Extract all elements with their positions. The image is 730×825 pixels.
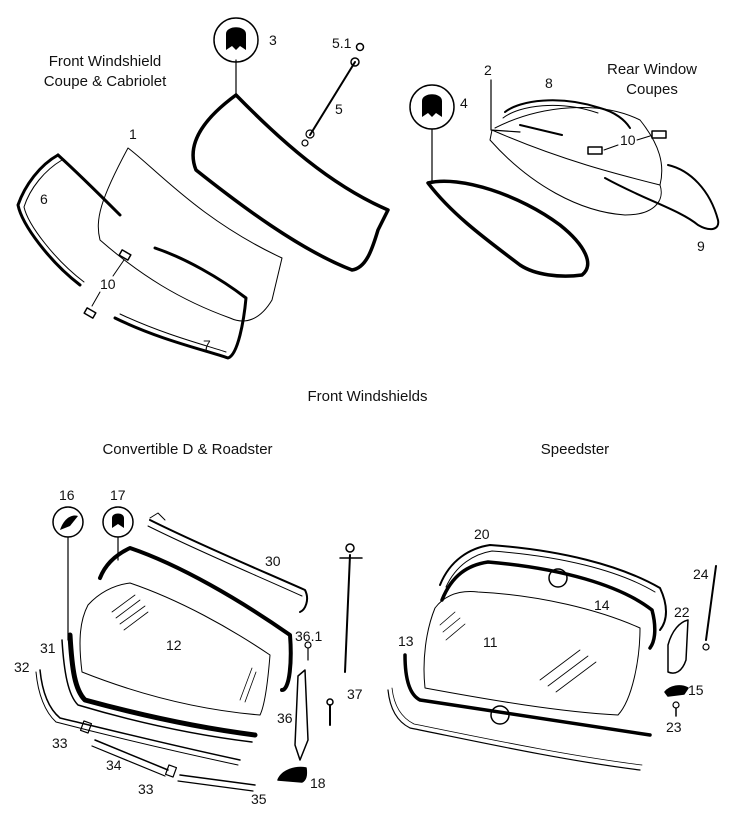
speedster-seal-bottom — [403, 653, 652, 737]
title-rear-line1: Rear Window — [606, 61, 698, 78]
speedster-post — [667, 619, 689, 674]
seal-tool-icon — [112, 513, 124, 528]
title-front-coupe-line2: Coupe & Cabriolet — [43, 73, 167, 90]
rear-trim-upper — [504, 99, 631, 129]
coupe-windshield-glass — [97, 147, 283, 322]
callout-7: 7 — [203, 337, 211, 353]
rear-window-seal — [426, 179, 590, 278]
convertible-windshield-seal — [98, 546, 293, 692]
callout-6: 6 — [40, 191, 48, 207]
seal-tool-icon — [60, 515, 78, 530]
speedster-frame — [439, 544, 667, 631]
speedster-bracket — [664, 685, 689, 697]
callout-33-right: 33 — [138, 781, 154, 797]
callout-5-1: 5.1 — [332, 35, 352, 51]
coupe-trim-lower — [113, 246, 248, 360]
callout-17: 17 — [110, 487, 126, 503]
callout-12: 12 — [166, 637, 182, 653]
callout-22: 22 — [674, 604, 690, 620]
convertible-trim-34 — [94, 739, 169, 771]
callout-37: 37 — [347, 686, 363, 702]
convertible-frame — [67, 632, 258, 738]
title-rear-window: Rear Window Coupes — [592, 60, 712, 100]
callout-4: 4 — [460, 95, 468, 111]
callout-36-1: 36.1 — [295, 628, 323, 644]
callout-35: 35 — [251, 791, 267, 807]
seal-tool-icons — [60, 27, 442, 530]
title-front-windshields: Front Windshields — [307, 388, 428, 405]
callout-36: 36 — [277, 710, 293, 726]
callout-23: 23 — [666, 719, 682, 735]
seal-tool-icon — [422, 94, 442, 117]
callout-30: 30 — [265, 553, 281, 569]
callout-5: 5 — [335, 101, 343, 117]
title-rear-line2: Coupes — [626, 81, 678, 98]
callout-9: 9 — [697, 238, 705, 254]
rear-trim-side — [604, 164, 720, 231]
convertible-bracket — [277, 766, 308, 783]
speedster-seal-top — [440, 560, 657, 650]
convertible-post — [294, 669, 309, 761]
callout-20: 20 — [474, 526, 490, 542]
rear-window-glass — [489, 129, 662, 216]
title-front-coupe-line1: Front Windshield — [48, 53, 162, 70]
title-speedster: Speedster — [540, 441, 610, 458]
convertible-trim-top — [149, 519, 309, 613]
callout-10-rear: 10 — [620, 132, 636, 148]
title-convertible: Convertible D & Roadster — [102, 441, 273, 458]
speedster-windshield-glass — [423, 591, 641, 716]
callout-32: 32 — [14, 659, 30, 675]
callout-11: 11 — [483, 634, 498, 650]
callout-34: 34 — [106, 757, 122, 773]
callout-10-front: 10 — [100, 276, 116, 292]
coupe-trim-left — [16, 153, 82, 287]
coupe-windshield-seal — [191, 93, 390, 272]
callout-24: 24 — [693, 566, 709, 582]
callout-15: 15 — [688, 682, 704, 698]
callout-14: 14 — [594, 597, 610, 613]
callout-33-left: 33 — [52, 735, 68, 751]
callout-2: 2 — [484, 62, 492, 78]
convertible-trim-35 — [179, 774, 256, 786]
seal-tool-icon — [226, 27, 246, 50]
convertible-trim-lower — [39, 669, 241, 761]
callout-18: 18 — [310, 775, 326, 791]
convertible-windshield-glass — [79, 582, 271, 716]
speedster-trim-lower — [387, 689, 641, 771]
callout-1: 1 — [129, 126, 137, 142]
callout-3: 3 — [269, 32, 277, 48]
callout-8: 8 — [545, 75, 553, 91]
callout-16: 16 — [59, 487, 75, 503]
title-front-coupe: Front Windshield Coupe & Cabriolet — [30, 52, 180, 92]
callout-13: 13 — [398, 633, 414, 649]
callout-31: 31 — [40, 640, 56, 656]
